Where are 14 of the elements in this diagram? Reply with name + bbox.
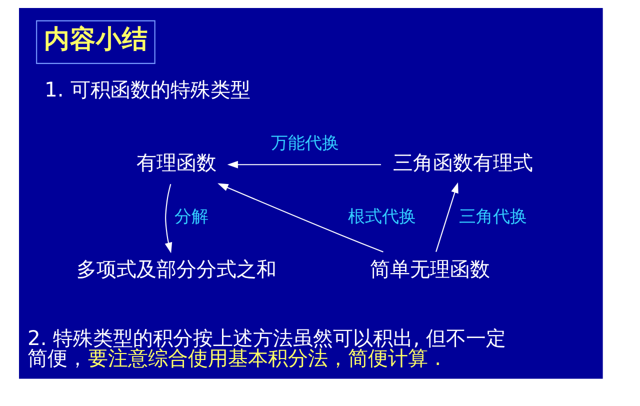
node-text: 多项式及部分分式之和 xyxy=(76,257,276,282)
arrow xyxy=(164,184,172,254)
diagram-title: 内容小结 xyxy=(44,24,148,55)
edge-label: 分解 xyxy=(174,206,208,227)
node-text: 简单无理函数 xyxy=(370,257,490,282)
node-text: 三角函数有理式 xyxy=(392,150,533,175)
edge-label: 万能代换 xyxy=(270,133,338,154)
node-text: 有理函数 xyxy=(136,150,216,175)
arrow xyxy=(226,160,381,168)
label: 1. 可积函数的特殊类型 xyxy=(44,78,250,102)
edge-label: 三角代换 xyxy=(458,206,526,227)
edge-label: 根式代换 xyxy=(348,206,416,227)
arrow xyxy=(217,183,383,252)
arrow xyxy=(435,182,458,252)
